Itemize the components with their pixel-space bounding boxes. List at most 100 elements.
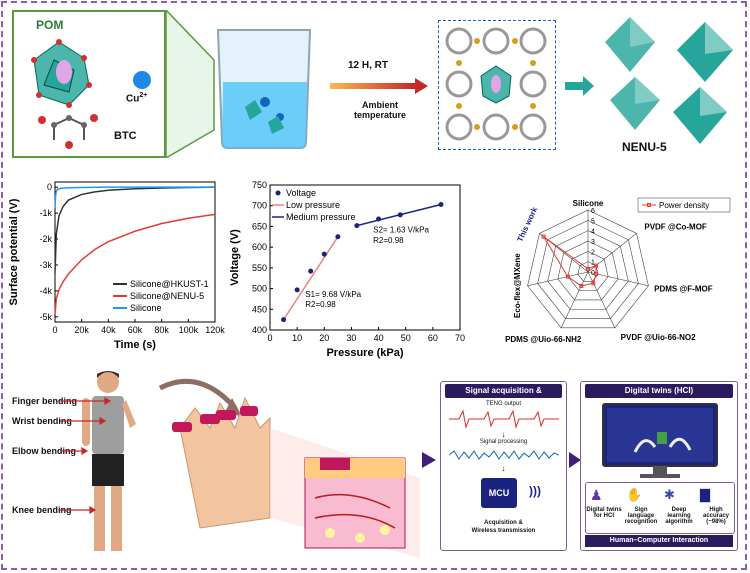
person-icon: ♟ (590, 487, 603, 503)
x-tick-label: 60 (428, 333, 438, 343)
digital-twins-panel: Digital twins (HCI) ♟ ✋ ✱ ▇ Digital twin… (580, 381, 738, 551)
body-pointer-arrows (60, 396, 112, 515)
power-density-point (591, 281, 596, 286)
legend-label: Low pressure (286, 200, 340, 210)
legend-label: Silicone@NENU-5 (130, 291, 204, 301)
legend-label: Silicone (130, 303, 162, 313)
nenu5-label: NENU-5 (622, 140, 667, 154)
x-axis-label: Pressure (kPa) (326, 347, 403, 359)
legend-label: Voltage (286, 188, 316, 198)
wireless-icon: ))) (529, 484, 541, 498)
data-point (308, 268, 314, 274)
data-point (335, 234, 341, 240)
radar-grid-ring (557, 240, 619, 301)
x-tick-label: 0 (52, 325, 57, 335)
pom-btc-box: POM Cu2+ BTC (12, 10, 166, 158)
radar-axis-label: Eco-flex@MXene (513, 253, 522, 318)
knee-bending-label: Knee bending (12, 505, 72, 515)
mcu-chip-icon: MCU (481, 478, 517, 508)
down-arrow-1-icon: ↓ (501, 430, 506, 439)
octahedra-crystals-illustration (605, 17, 733, 144)
x-tick-label: 20k (74, 325, 89, 335)
legend-label: Power density (659, 201, 709, 210)
annotation-r2-1: R2=0.98 (305, 300, 336, 309)
plot-frame (269, 184, 461, 331)
legend-label: Silicone@HKUST-1 (130, 279, 209, 289)
y-tick-label: 600 (252, 242, 267, 252)
data-point (397, 212, 403, 218)
annotation-r2-2: R2=0.98 (373, 236, 404, 245)
hci-footer: Human–Computer Interaction (585, 535, 733, 547)
feature-sign-language: Sign language recognition (624, 507, 658, 525)
radar-axis-label: This work (515, 205, 539, 243)
hand-sign-icon: ✋ (626, 487, 643, 502)
x-tick-label: 20 (319, 333, 329, 343)
plot-frame (54, 181, 216, 323)
radar-tick-label: 6 (591, 208, 595, 215)
radar-axis-label: Silicone (573, 199, 604, 208)
y-tick-label: -1k (39, 208, 52, 218)
x-tick-label: 70 (455, 333, 465, 343)
radar-tick-label: 5 (591, 218, 595, 225)
beaker-icon (216, 29, 312, 149)
low-pressure-fit-line (282, 236, 339, 321)
radar-tick-label: 1 (591, 260, 595, 267)
radar-axis-label: PDMS @F-MOF (654, 285, 713, 294)
legend-box (637, 197, 731, 213)
power-density-point (565, 274, 570, 279)
arrow-bottom-label: Ambient temperature (353, 100, 407, 120)
y-axis-label: Voltage (V) (229, 229, 241, 286)
data-point (321, 251, 327, 257)
arrow-top-label: 12 H, RT (348, 60, 389, 71)
hand-skin-illustration (158, 378, 420, 558)
chevron-right-icon (422, 452, 436, 468)
power-density-point (541, 234, 546, 239)
y-tick-label: 700 (252, 201, 267, 211)
signal-processing-label: Signal processing (479, 439, 528, 445)
radar-grid-ring (527, 209, 649, 329)
power-density-point (579, 283, 584, 288)
x-tick-label: 50 (401, 333, 411, 343)
y-axis-label: Surface potential (V) (8, 198, 20, 305)
y-tick-label: 400 (252, 325, 267, 335)
elbow-bending-label: Elbow bending (12, 446, 76, 456)
chevron-right-icon-2 (569, 452, 581, 468)
feature-accuracy: High accuracy (~98%) (702, 507, 730, 525)
annotation-s1: S1= 9.68 V/kPa (305, 290, 361, 299)
y-tick-label: 500 (252, 284, 267, 294)
radar-tick-label: 0 (591, 270, 595, 277)
data-point (294, 287, 300, 293)
data-point (281, 317, 287, 323)
y-tick-label: -5k (39, 312, 52, 322)
digital-twins-title: Digital twins (HCI) (585, 384, 733, 398)
wrist-bending-label: Wrist bending (12, 416, 72, 426)
radar-grid-ring (567, 251, 609, 291)
bar-chart-icon: ▇ (700, 487, 710, 502)
x-tick-label: 30 (346, 333, 356, 343)
y-tick-label: -3k (39, 260, 52, 270)
wireless-label: Wireless transmission (471, 528, 536, 534)
radar-tick-label: 2 (591, 249, 595, 256)
x-tick-label: 120k (205, 325, 225, 335)
features-box: ♟ ✋ ✱ ▇ Digital twins for HCI Sign langu… (585, 482, 735, 534)
series-line-silicone-nenu-5 (54, 213, 216, 315)
x-tick-label: 60k (128, 325, 143, 335)
acquisition-label: Acquisition & (484, 520, 523, 526)
series-line-silicone-hkust-1 (54, 186, 216, 273)
data-point (438, 201, 444, 207)
radar-axis-label: PDMS @Uio-66-NH2 (505, 335, 582, 344)
feature-digital-twins: Digital twins for HCI (586, 507, 622, 519)
x-tick-label: 0 (267, 333, 272, 343)
network-icon: ✱ (664, 487, 675, 502)
y-tick-label: 750 (252, 180, 267, 190)
x-tick-label: 100k (179, 325, 199, 335)
teng-output-label: TENG output (485, 401, 521, 407)
y-tick-label: -4k (39, 286, 52, 296)
zoom-connector (166, 10, 215, 158)
legend-label: Medium pressure (286, 212, 356, 222)
feature-deep-learning: Deep learning algorithm (665, 507, 693, 525)
series-line-silicone (54, 186, 215, 208)
